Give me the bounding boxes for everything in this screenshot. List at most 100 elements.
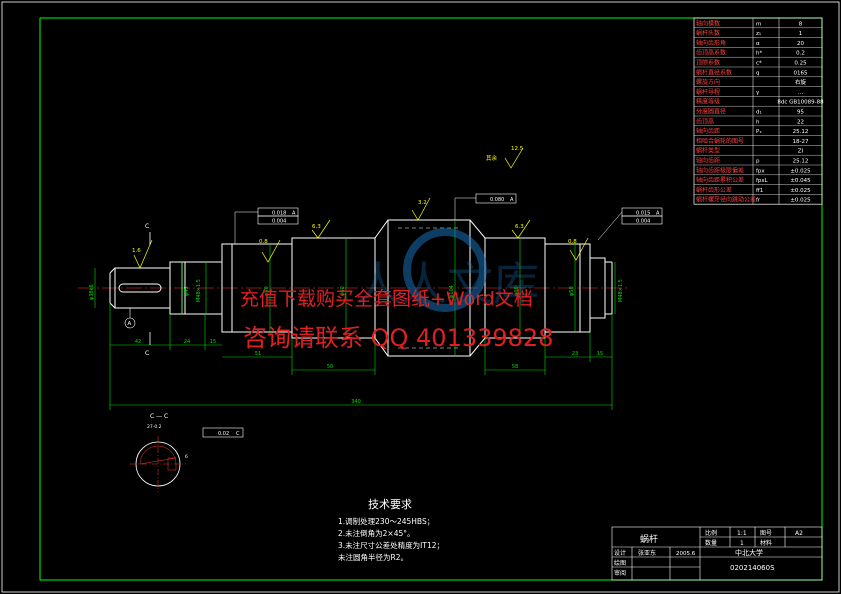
draw-label: 绘图 [614, 559, 626, 567]
param-value: 1 [799, 31, 803, 37]
drawing-no-label: 图号 [760, 530, 772, 537]
param-value: ±0.025 [790, 198, 811, 204]
qty-label: 数量 [705, 539, 717, 547]
tol-keyway-datum: C [236, 431, 240, 437]
tol-right-val: 0.015 [636, 211, 650, 217]
param-symbol: Pₓ [756, 129, 762, 135]
tol-center-datum: A [510, 197, 514, 203]
tol-left-datum: A [292, 211, 296, 217]
dia-2: φ45 [184, 286, 190, 296]
dia-1: φ38k6 [89, 284, 95, 300]
param-label: 蜗杆类型 [696, 147, 720, 155]
roughness-note: 其余 [486, 154, 498, 162]
param-value: 0.25 [794, 61, 807, 67]
tolerance-frame-center: 0.080 A [454, 193, 517, 220]
param-symbol: fpxL [756, 178, 769, 184]
tech-item-2: 2.未注倒角为2×45°。 [338, 528, 415, 538]
dim-51: 51 [255, 351, 261, 357]
datum-a: A [124, 308, 136, 329]
scale-value: 1:1 [737, 530, 747, 537]
param-symbol: m [756, 21, 761, 27]
roughness-2: 0.8 [259, 239, 268, 245]
dia-6: φ104 [449, 285, 455, 298]
param-value: 右旋 [795, 78, 807, 86]
dia-8: φ50 [569, 286, 575, 296]
section-view: C — C 27-0.2 6 0.02 C [130, 413, 244, 492]
param-label: 轴向齿距极限偏差 [696, 166, 744, 174]
roughness-1: 1.6 [132, 248, 141, 254]
design-date: 2005.6 [676, 551, 696, 557]
param-symbol: p [756, 159, 760, 165]
dia-4: φ50 [264, 286, 270, 296]
dim-50: 50 [327, 364, 333, 370]
tech-item-1: 1.调制处理230～245HBS； [338, 516, 434, 526]
dimension-texts: 340 42 24 15 51 50 58 23 15 φ38k6 φ45 M4… [89, 279, 624, 405]
param-label: 顶隙系数 [696, 59, 720, 67]
title-block [611, 526, 823, 581]
param-label: 轴向模数 [696, 19, 720, 27]
tol-right-val2: 0.004 [636, 219, 650, 225]
param-value: 18-27 [793, 139, 809, 145]
title-block-text: 蜗杆 比例 1:1 图号 A2 数量 1 材料 设计 张亚东 2005.6 绘图… [614, 529, 803, 577]
tol-right-datum: A [656, 211, 660, 217]
watermark-logo: 人人文库 [355, 228, 539, 312]
dim-15: 15 [597, 351, 603, 357]
params-table-frame [693, 17, 823, 205]
param-label: 分度圆直径 [696, 108, 726, 116]
param-symbol: z₁ [756, 31, 761, 37]
param-symbol: q [756, 70, 760, 76]
tech-title: 技术要求 [368, 498, 412, 511]
roughness-5: 6.3 [515, 224, 524, 230]
dia-3: M48×1.5 [196, 279, 202, 302]
param-label: 蜗杆螺牙径向跳动公差 [696, 196, 756, 204]
param-symbol: d₁ [756, 110, 762, 116]
param-label: 蜗杆直径系数 [696, 68, 732, 76]
tol-center-val: 0.080 [490, 197, 504, 203]
tol-left-val: 0.018 [272, 211, 286, 217]
param-label: 蜗杆头数 [696, 29, 720, 37]
param-label: 蜗杆导程 [696, 88, 720, 96]
param-symbol: γ [756, 90, 760, 96]
param-value: 0.2 [796, 51, 805, 57]
param-label: 轴向齿形角 [696, 39, 726, 47]
param-label: 轴向齿距 [696, 157, 720, 165]
param-value: 8 [799, 21, 803, 27]
param-symbol: ff1 [756, 188, 763, 194]
param-label: 相啮合蜗轮的图号 [696, 137, 744, 145]
check-label: 审阅 [614, 569, 626, 577]
design-label: 设计 [614, 549, 626, 557]
param-label: 齿顶高系数 [696, 49, 726, 57]
tech-item-3: 3.未注尺寸公差处精度为IT12； [338, 540, 444, 550]
param-symbol: α [756, 41, 760, 47]
param-value: 95 [797, 110, 804, 116]
roughness-4: 3.2 [418, 200, 427, 206]
param-label: 轴向齿距累积公差 [696, 176, 744, 184]
dim-total: 340 [351, 399, 361, 405]
dia-5: φ60 [340, 286, 346, 296]
part-name: 蜗杆 [640, 533, 658, 545]
tech-item-4: 未注圆角半径为R2。 [338, 552, 408, 562]
dia-9: M48×1.5 [618, 279, 624, 302]
roughness-3: 6.3 [312, 224, 321, 230]
section-dim2: 6 [185, 454, 188, 460]
param-value: 22 [797, 119, 804, 125]
param-value: 20 [797, 41, 804, 47]
param-label: 精度等级 [696, 98, 720, 106]
code: 020214060S [730, 564, 775, 572]
param-value: 0165 [794, 70, 808, 76]
param-label: 螺旋方向 [696, 78, 720, 86]
roughness-symbols [133, 147, 589, 269]
param-label: 轴向齿距 [696, 127, 720, 135]
param-symbol: fr [756, 198, 761, 204]
roughness-6: 0.8 [568, 239, 577, 245]
tech-requirements: 技术要求 1.调制处理230～245HBS； 2.未注倒角为2×45°。 3.未… [338, 498, 444, 562]
param-value: … [798, 90, 804, 96]
param-value: ±0.025 [790, 188, 811, 194]
datum-a-label: A [128, 321, 132, 327]
param-symbol: h* [756, 51, 762, 57]
watermark-logo-text: 人人文库 [355, 257, 539, 311]
dia-7: φ60 [514, 286, 520, 296]
param-label: 蜗杆齿形公差 [696, 186, 732, 194]
